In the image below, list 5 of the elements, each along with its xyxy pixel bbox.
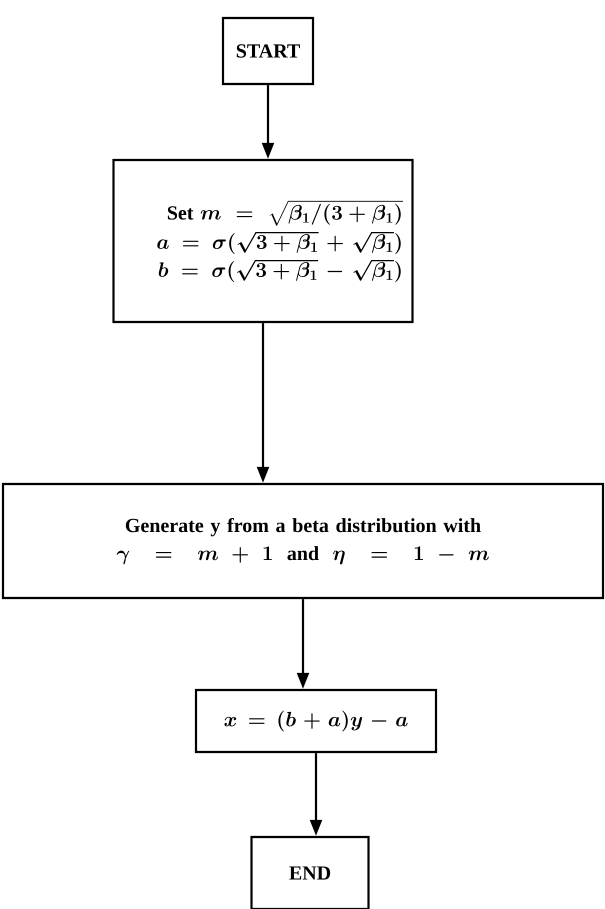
process-box: END bbox=[250, 836, 370, 909]
process-box: $\text{Set } m = \sqrt{\beta_1/(3+\beta_1)}$ $a = \sigma(\sqrt{3+\beta_1}+\sqrt{\beta_1})$ $b = \sigma(\sqrt{3+\beta_1}-\sqrt{\beta_1})$ bbox=[112, 158, 414, 324]
process-box: $x = (b + a)y - a$ bbox=[194, 688, 438, 754]
process-box: Generate y from a beta distribution with $\gamma = m + 1 \ \text{ and } \ \eta = 1-m$ bbox=[2, 482, 604, 600]
process-box: START bbox=[222, 16, 314, 86]
